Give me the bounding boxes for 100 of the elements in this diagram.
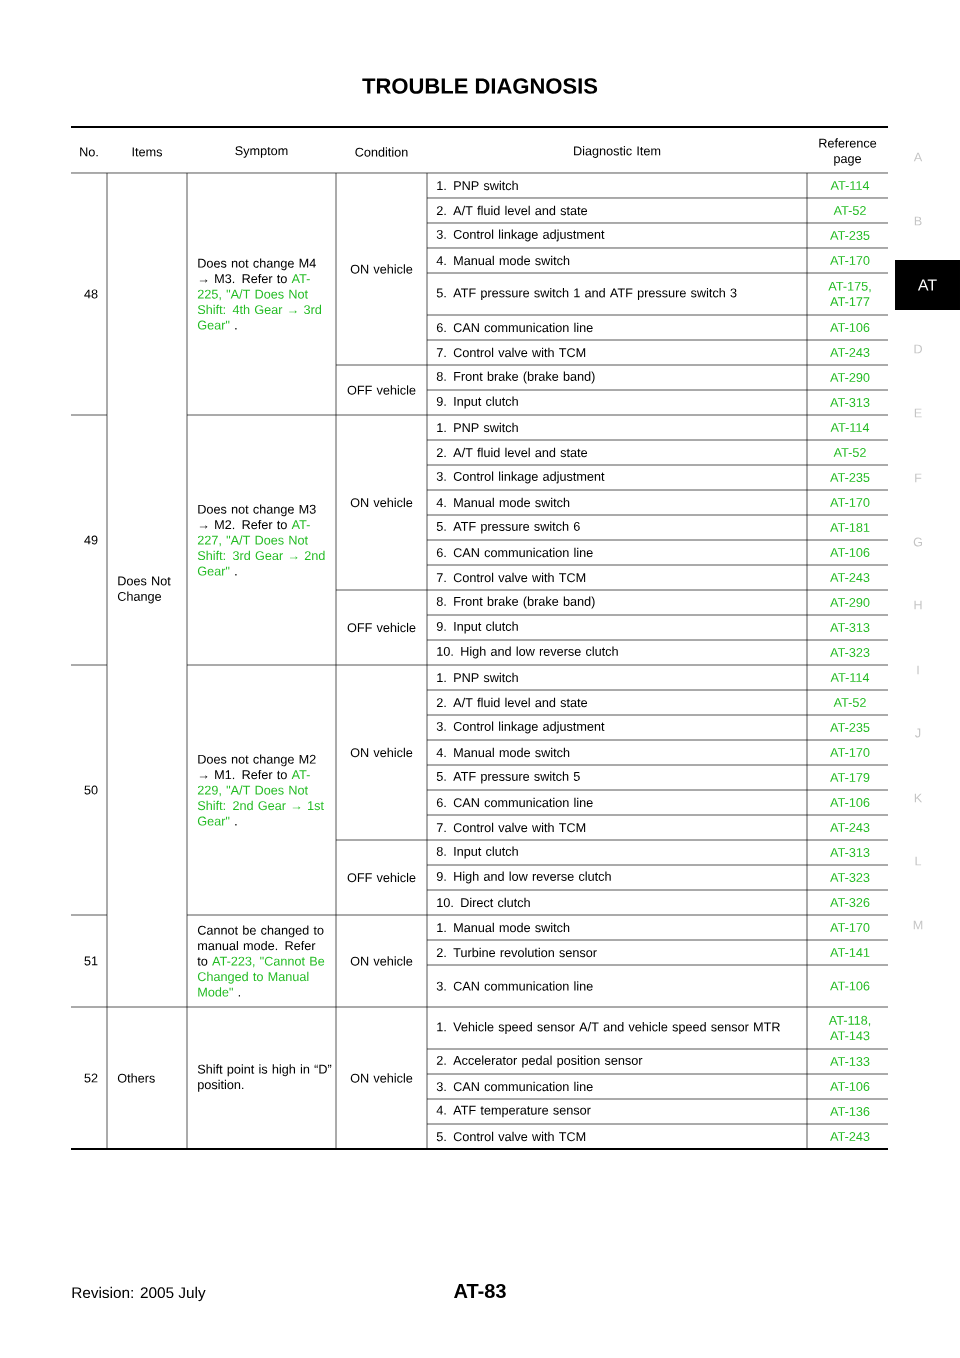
diagnostic-item: 10. Direct clutch: [437, 897, 530, 908]
reference-link: AT-243: [830, 823, 870, 832]
reference-link: AT-114: [830, 673, 870, 682]
column-header: No.: [80, 147, 98, 157]
reference-link: AT-118, AT-143: [828, 1015, 871, 1041]
reference-link: AT-170: [830, 498, 870, 507]
diagnostic-item: 6. CAN communication line: [436, 322, 593, 333]
diagnostic-item: 5. ATF pressure switch 6: [436, 521, 580, 534]
condition-text: ON vehicle: [350, 264, 413, 274]
diagnostic-item: 1. PNP switch: [437, 422, 518, 433]
condition-text: ON vehicle: [350, 956, 413, 966]
diagnostic-item: 8. Front brake (brake band): [436, 371, 595, 384]
diagnostic-item: 7. Control valve with TCM: [436, 822, 586, 833]
section-letter: B: [914, 216, 922, 226]
reference-link: AT-141: [830, 948, 870, 957]
reference-link: AT-133: [830, 1057, 870, 1066]
diagnostic-item: 5. ATF pressure switch 1 and ATF pressure switch 3: [436, 288, 737, 300]
item-text: Others: [117, 1073, 155, 1083]
reference-link: AT-106: [830, 798, 870, 807]
footer-text: Revision: 2005 July: [72, 1286, 206, 1302]
condition-text: ON vehicle: [350, 747, 413, 758]
diagnostic-item: 3. CAN communication line: [436, 981, 593, 991]
diagnostic-item: 2. A/T fluid level and state: [436, 205, 588, 216]
diagnostic-item: 8. Front brake (brake band): [436, 596, 595, 609]
section-letter: A: [913, 152, 923, 162]
column-header: Diagnostic Item: [574, 146, 661, 158]
reference-link: AT-235: [830, 473, 870, 482]
column-header: Items: [132, 147, 163, 157]
diagnostic-item: 2. A/T fluid level and state: [436, 447, 588, 458]
column-header: Symptom: [235, 146, 288, 158]
page-number: AT-83: [454, 1283, 506, 1299]
row-number: 48: [84, 289, 98, 299]
diagnostic-item: 8. Input clutch: [436, 846, 518, 859]
column-header: Condition: [355, 147, 408, 157]
diagnostic-item: 1. Manual mode switch: [437, 922, 570, 933]
diagnostic-item: 6. CAN communication line: [436, 547, 593, 558]
row-number: 51: [84, 956, 98, 966]
section-tab: AT: [895, 260, 960, 310]
reference-link: AT-114: [830, 423, 870, 432]
reference-link: AT-106: [830, 323, 870, 332]
section-letter: K: [914, 793, 923, 803]
reference-link: AT-136: [830, 1107, 870, 1116]
reference-link: AT-114: [830, 181, 870, 190]
page-title: TROUBLE DIAGNOSIS: [362, 78, 598, 94]
reference-link: AT-170: [830, 256, 870, 265]
diagnostic-item: 9. Input clutch: [436, 396, 518, 409]
diagnostic-item: 5. ATF pressure switch 5: [436, 771, 580, 784]
reference-link: AT-290: [830, 373, 870, 382]
section-letter: E: [914, 408, 922, 418]
diagnostic-item: 4. Manual mode switch: [436, 255, 570, 266]
diagnostic-item: 3. Control linkage adjustment: [436, 721, 605, 734]
diagnostic-item: 3. Control linkage adjustment: [436, 471, 605, 484]
condition-text: OFF vehicle: [347, 385, 416, 395]
reference-link: AT-106: [830, 1082, 870, 1091]
reference-link: AT-170: [830, 923, 870, 932]
reference-link: AT-243: [830, 573, 870, 582]
section-letter: G: [913, 537, 922, 547]
diagnostic-item: 1. PNP switch: [437, 672, 518, 683]
diagnostic-item: 6. CAN communication line: [436, 797, 593, 808]
diagnostic-item: 4. Manual mode switch: [436, 747, 570, 758]
diagnostic-item: 5. Control valve with TCM: [436, 1131, 586, 1142]
reference-link: AT-313: [830, 623, 870, 632]
diagnostic-item: 1. PNP switch: [437, 180, 518, 191]
diagnostic-item: 3. CAN communication line: [436, 1081, 593, 1092]
condition-text: OFF vehicle: [347, 622, 416, 633]
reference-link: AT-181: [830, 523, 870, 532]
diagnostic-item: 9. Input clutch: [436, 621, 518, 634]
reference-link: AT-313: [830, 398, 870, 407]
diagnostic-item: 9. High and low reverse clutch: [436, 871, 611, 884]
diagnostic-item: 2. A/T fluid level and state: [436, 697, 588, 708]
condition-text: OFF vehicle: [347, 872, 416, 883]
reference-link: AT-290: [830, 598, 870, 607]
diagnostic-item: 7. Control valve with TCM: [436, 347, 586, 358]
item-text: Does Not Change: [117, 576, 171, 604]
reference-link: AT-52: [833, 698, 866, 707]
diagnostic-item: 10. High and low reverse clutch: [437, 646, 618, 659]
reference-link: AT-323: [830, 648, 870, 657]
reference-link: AT-243: [830, 1132, 870, 1141]
reference-link: AT-170: [830, 748, 870, 757]
section-letter: M: [913, 920, 923, 930]
symptom-text: Cannot be changed to manual mode. Refer to AT-223, "Cannot Be Changed to Manual Mode" .: [197, 925, 325, 997]
symptom-text: Does not change M4 → M3. Refer to AT-225, "A/T Does Not Shift: 4th Gear → 3rd Gear" .: [197, 258, 322, 330]
diagnostic-item: 4. ATF temperature sensor: [436, 1105, 591, 1118]
row-number: 52: [84, 1073, 98, 1083]
reference-link: AT-52: [833, 448, 866, 457]
section-letter: J: [915, 728, 921, 738]
reference-link: AT-323: [830, 873, 870, 882]
reference-link: AT-313: [830, 848, 870, 857]
column-header: Reference page: [819, 138, 877, 166]
reference-link: AT-175, AT-177: [828, 281, 871, 307]
symptom-text: Does not change M2 → M1. Refer to AT-229, "A/T Does Not Shift: 2nd Gear → 1st Gear" .: [197, 754, 324, 826]
reference-link: AT-106: [830, 548, 870, 557]
row-number: 50: [84, 785, 98, 795]
symptom-text: Does not change M3 → M2. Refer to AT-227, "A/T Does Not Shift: 3rd Gear → 2nd Gear" .: [197, 504, 325, 576]
condition-text: ON vehicle: [350, 497, 413, 508]
reference-link: AT-106: [830, 981, 870, 991]
reference-link: AT-179: [830, 773, 870, 782]
reference-link: AT-52: [833, 206, 866, 215]
diagnostic-item: 3. Control linkage adjustment: [436, 229, 605, 242]
reference-link: AT-326: [830, 898, 870, 907]
